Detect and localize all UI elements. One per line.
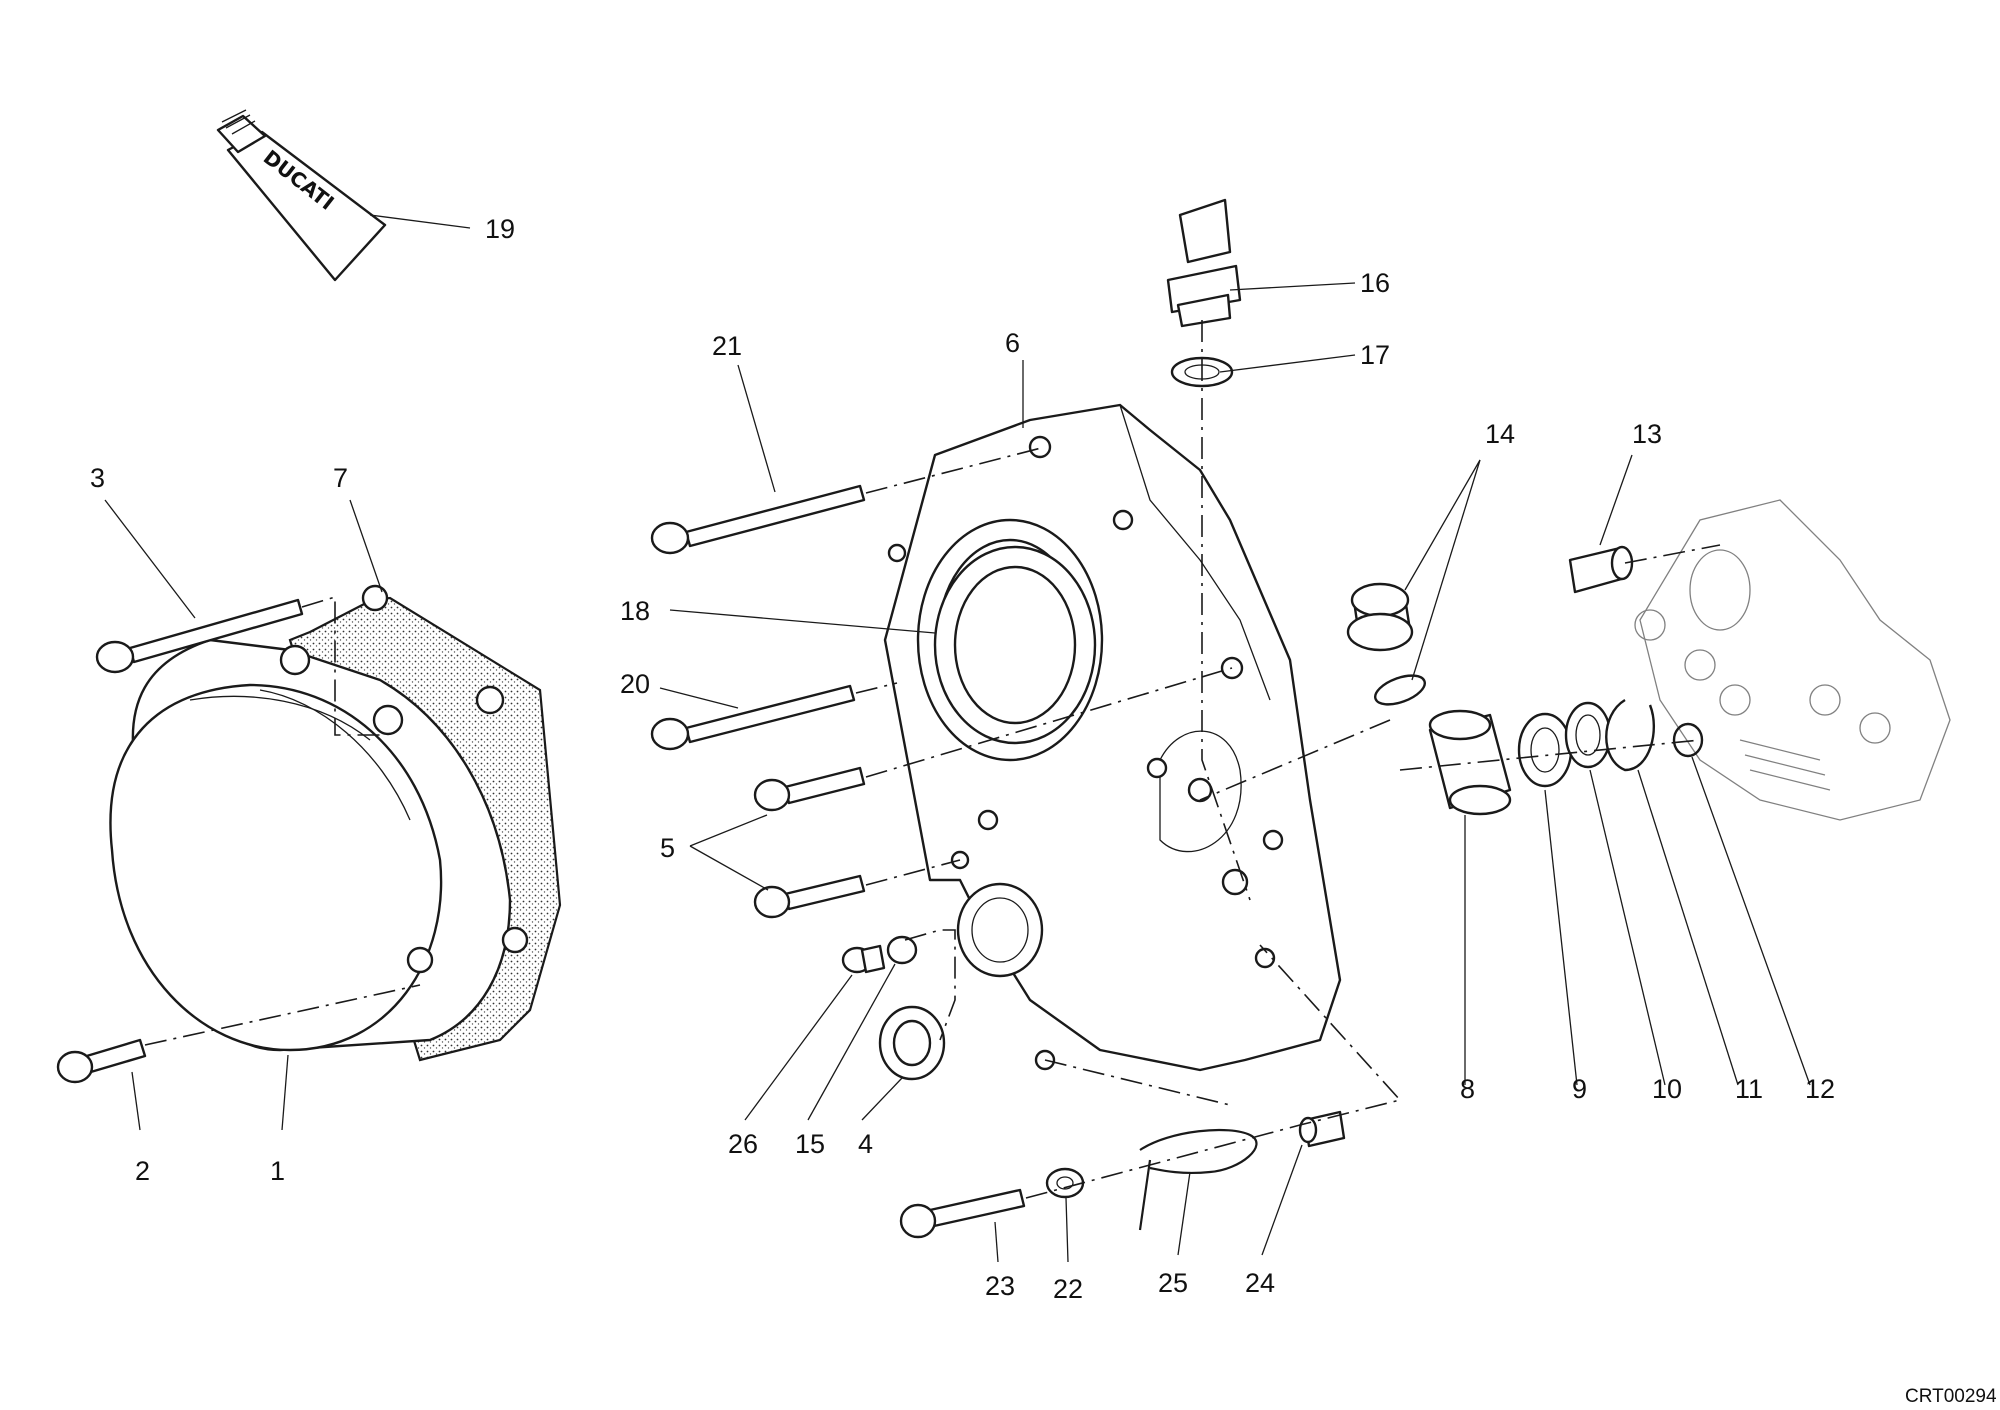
spacer-24-part <box>1298 1110 1346 1148</box>
callout-9: 9 <box>1572 1074 1587 1104</box>
callout-16: 16 <box>1360 268 1390 298</box>
o-ring-14-part <box>1374 674 1426 706</box>
callout-8: 8 <box>1460 1074 1475 1104</box>
bolt-2-part <box>56 1038 147 1084</box>
bolt-21-part <box>650 484 866 555</box>
circlip-11-part <box>1605 698 1655 772</box>
callout-15: 15 <box>795 1129 825 1159</box>
callout-5: 5 <box>660 833 675 863</box>
washer-22-part <box>1045 1167 1085 1199</box>
callout-4: 4 <box>858 1129 873 1159</box>
callout-22: 22 <box>1053 1274 1083 1304</box>
bolt-5b-part <box>753 874 866 919</box>
callout-25: 25 <box>1158 1268 1188 1298</box>
drawing-reference-code: CRT00294 <box>1905 1386 1997 1407</box>
callout-labels: 19 16 17 21 6 14 13 3 7 18 20 5 8 9 10 1… <box>90 214 1835 1304</box>
callout-21: 21 <box>712 331 742 361</box>
oil-plug-part <box>1346 582 1414 652</box>
bolt-3-part <box>95 598 304 674</box>
seal-ring-part <box>933 545 1097 745</box>
bolt-23-part <box>899 1188 1026 1239</box>
callout-14: 14 <box>1485 419 1515 449</box>
clip-25-part <box>1138 1128 1258 1231</box>
callout-10: 10 <box>1652 1074 1682 1104</box>
callout-17: 17 <box>1360 340 1390 370</box>
dowel-13-part <box>1568 545 1634 594</box>
seal-4-part <box>878 1005 946 1081</box>
callout-24: 24 <box>1245 1268 1275 1298</box>
callout-2: 2 <box>135 1156 150 1186</box>
leader-lines <box>104 214 1811 1263</box>
seal-9-part <box>1517 712 1573 788</box>
callout-23: 23 <box>985 1271 1015 1301</box>
callout-7: 7 <box>333 463 348 493</box>
callout-6: 6 <box>1005 328 1020 358</box>
bolt-5a-part <box>753 766 866 812</box>
callout-19: 19 <box>485 214 515 244</box>
assembly-axis-lines <box>144 320 1721 1199</box>
callout-1: 1 <box>270 1156 285 1186</box>
washer-10-part <box>1564 701 1612 769</box>
main-cover-part <box>883 403 1342 1072</box>
callout-18: 18 <box>620 596 650 626</box>
callout-3: 3 <box>90 463 105 493</box>
washer-15-part <box>886 935 918 965</box>
callout-12: 12 <box>1805 1074 1835 1104</box>
callout-20: 20 <box>620 669 650 699</box>
bolt-20-part <box>650 684 856 751</box>
o-ring-12-part <box>1672 722 1704 758</box>
callout-11: 11 <box>1735 1074 1763 1104</box>
clutch-cover-part <box>109 584 562 1062</box>
sensor-part <box>1166 198 1242 328</box>
plug-26-part <box>841 944 886 974</box>
bushing-8-part <box>1428 709 1512 816</box>
engine-block-part <box>1634 499 1951 821</box>
sealant-tube-part: DUCATI <box>216 109 387 282</box>
callout-13: 13 <box>1632 419 1662 449</box>
callout-26: 26 <box>728 1129 758 1159</box>
